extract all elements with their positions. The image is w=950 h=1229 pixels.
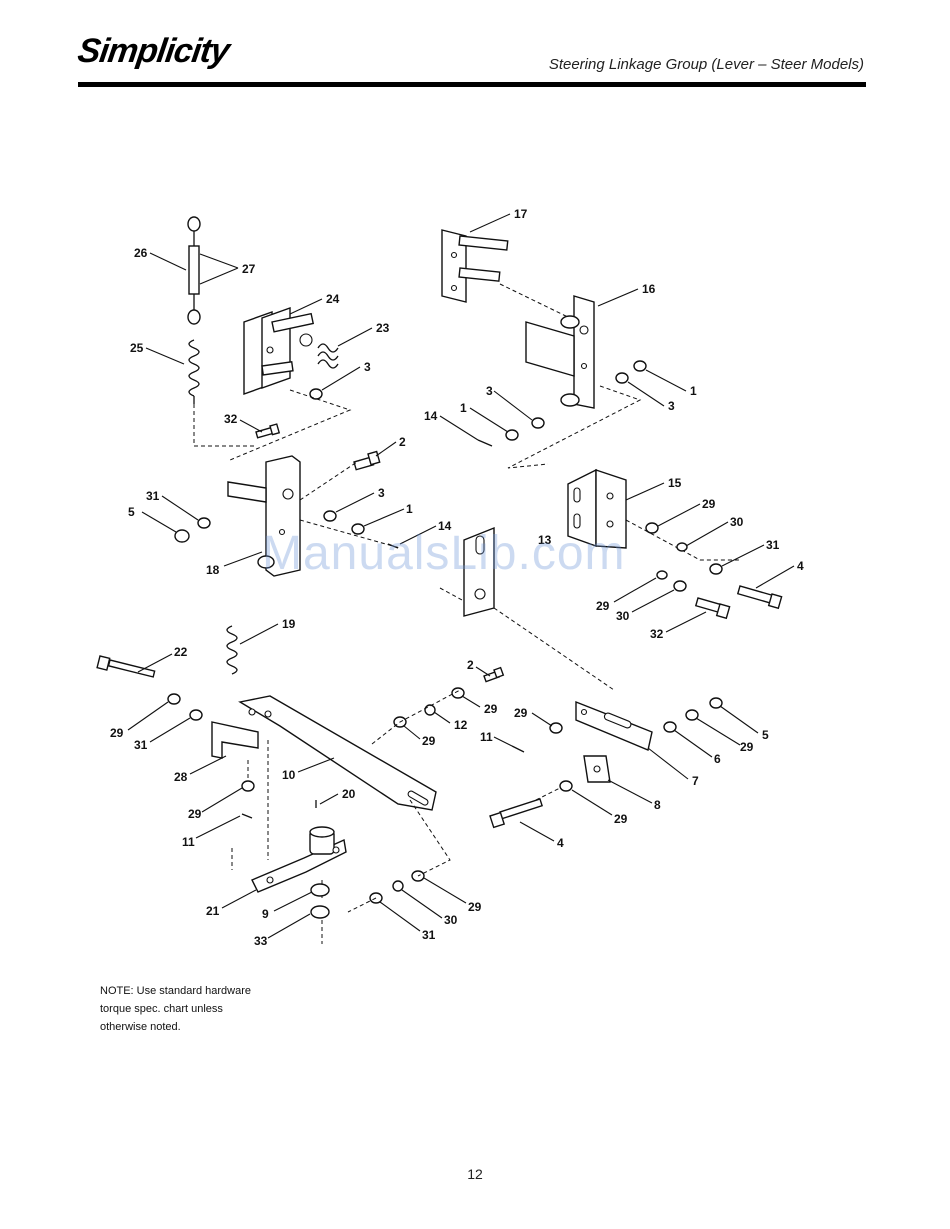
callout-9: 9: [262, 907, 269, 921]
callout-29: 29: [484, 702, 498, 716]
callout-7: 7: [692, 774, 699, 788]
callout-14: 14: [424, 409, 438, 423]
callout-17: 17: [514, 207, 528, 221]
callout-32: 32: [224, 412, 238, 426]
callout-11: 11: [182, 835, 195, 849]
callout-31: 31: [422, 928, 436, 942]
callout-29: 29: [514, 706, 528, 720]
callout-3: 3: [486, 384, 493, 398]
header-rule: [78, 82, 866, 87]
callout-33: 33: [254, 934, 268, 948]
callout-19: 19: [282, 617, 296, 631]
callout-31: 31: [146, 489, 160, 503]
callout-3: 3: [378, 486, 385, 500]
spring-part-25: [188, 339, 200, 404]
callout-29: 29: [110, 726, 124, 740]
bolt-part-4b: [489, 798, 543, 829]
callout-21: 21: [206, 904, 220, 918]
callout-29: 29: [614, 812, 628, 826]
callout-15: 15: [668, 476, 682, 490]
callout-16: 16: [642, 282, 656, 296]
bolt-part-4: [736, 585, 783, 610]
pivot-bracket-part-21: [251, 826, 347, 893]
callout-4: 4: [557, 836, 564, 850]
bolt-part-22: [96, 655, 156, 678]
callout-3: 3: [364, 360, 371, 374]
callout-18: 18: [206, 563, 220, 577]
bolt-part-32b: [694, 597, 731, 620]
callout-30: 30: [444, 913, 458, 927]
callout-6: 6: [714, 752, 721, 766]
callout-20: 20: [342, 787, 356, 801]
callout-31: 31: [134, 738, 148, 752]
callout-1: 1: [406, 502, 413, 516]
lever-arm-part-16: [525, 295, 595, 409]
page-number: 12: [467, 1166, 483, 1182]
callout-29: 29: [188, 807, 202, 821]
turnbuckle-part-26: [187, 216, 201, 325]
page-title: Steering Linkage Group (Lever – Steer Mo…: [548, 56, 864, 73]
callout-29: 29: [422, 734, 436, 748]
callout-24: 24: [326, 292, 340, 306]
callout-14: 14: [438, 519, 452, 533]
hardware-note: NOTE: Use standard hardware torque spec.…: [100, 982, 300, 1036]
callout-2: 2: [467, 658, 474, 672]
callout-12: 12: [454, 718, 468, 732]
callout-10: 10: [282, 768, 296, 782]
bracket-part-24: [243, 307, 315, 395]
callout-29: 29: [596, 599, 610, 613]
note-line: otherwise noted.: [100, 1021, 181, 1033]
callout-30: 30: [616, 609, 630, 623]
bolt-part-2: [353, 450, 381, 471]
bolt-part-32a: [255, 423, 281, 439]
callout-25: 25: [130, 341, 144, 355]
callout-5: 5: [128, 505, 135, 519]
callout-5: 5: [762, 728, 769, 742]
note-line: torque spec. chart unless: [100, 1003, 223, 1015]
arm-part-10: [238, 695, 437, 811]
bracket-part-15: [567, 468, 627, 549]
watermark: ManualsLib.com: [262, 527, 626, 580]
callout-29: 29: [468, 900, 482, 914]
callout-1: 1: [460, 401, 467, 415]
callout-11: 11: [480, 730, 493, 744]
note-line: NOTE: Use standard hardware: [100, 985, 252, 997]
lever-part-18: [227, 455, 301, 577]
callout-3: 3: [668, 399, 675, 413]
callout-1: 1: [690, 384, 697, 398]
callout-27: 27: [242, 262, 256, 276]
leader-lines: [127, 213, 795, 939]
callout-28: 28: [174, 770, 188, 784]
callout-13: 13: [538, 533, 552, 547]
callout-8: 8: [654, 798, 661, 812]
callout-31: 31: [766, 538, 780, 552]
callout-26: 26: [134, 246, 148, 260]
callout-29: 29: [740, 740, 754, 754]
bolt-part-2b: [483, 666, 505, 683]
link-plate-part-7: [575, 700, 653, 751]
callout-30: 30: [730, 515, 744, 529]
spring-part-23: [317, 343, 339, 369]
callout-32: 32: [650, 627, 664, 641]
callout-29: 29: [702, 497, 716, 511]
bracket-part-28: [211, 721, 259, 759]
spring-part-19: [226, 625, 238, 675]
callout-23: 23: [376, 321, 390, 335]
callout-2: 2: [399, 435, 406, 449]
callout-4: 4: [797, 559, 804, 573]
callout-22: 22: [174, 645, 188, 659]
bracket-part-17: [441, 229, 509, 303]
